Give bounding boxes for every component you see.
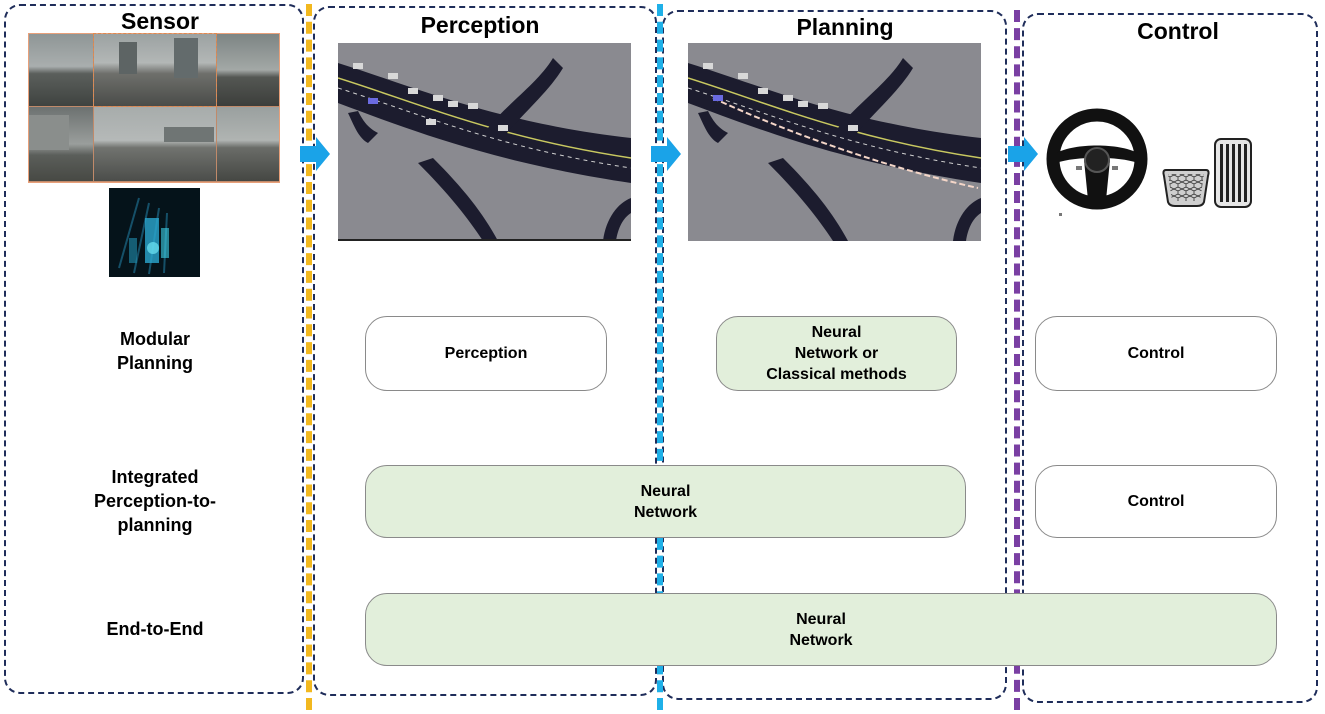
perception-map bbox=[338, 43, 631, 241]
planning-map bbox=[688, 43, 981, 241]
arrow-sensor-to-perception bbox=[300, 137, 330, 171]
modular-planning-box: Neural Network or Classical methods bbox=[716, 316, 957, 391]
arrow-planning-to-control bbox=[1008, 137, 1038, 171]
row-label-end-to-end: End-to-End bbox=[106, 619, 204, 639]
perception-title: Perception bbox=[420, 12, 540, 38]
sensor-title: Sensor bbox=[121, 8, 199, 34]
integrated-neural-network-box: Neural Network bbox=[365, 465, 966, 538]
steering-wheel-icon bbox=[1046, 108, 1148, 210]
separator-cyan bbox=[657, 4, 663, 710]
modular-control-box: Control bbox=[1035, 316, 1277, 391]
control-title: Control bbox=[1137, 18, 1219, 44]
brake-pedal-icon bbox=[1162, 169, 1210, 207]
row-label-integrated: Integrated Perception-to- planning bbox=[93, 467, 216, 535]
separator-yellow bbox=[306, 4, 312, 710]
separator-purple bbox=[1014, 10, 1020, 710]
lidar-image bbox=[109, 188, 200, 277]
gas-pedal-icon bbox=[1214, 138, 1252, 208]
arrow-perception-to-planning bbox=[651, 137, 681, 171]
row-label-modular: Modular Planning bbox=[117, 329, 193, 373]
end-to-end-neural-network-box: Neural Network bbox=[365, 593, 1277, 666]
modular-perception-box: Perception bbox=[365, 316, 607, 391]
integrated-control-box: Control bbox=[1035, 465, 1277, 538]
camera-images bbox=[28, 33, 280, 183]
planning-title: Planning bbox=[796, 14, 894, 40]
pedal-dot bbox=[1059, 213, 1062, 216]
